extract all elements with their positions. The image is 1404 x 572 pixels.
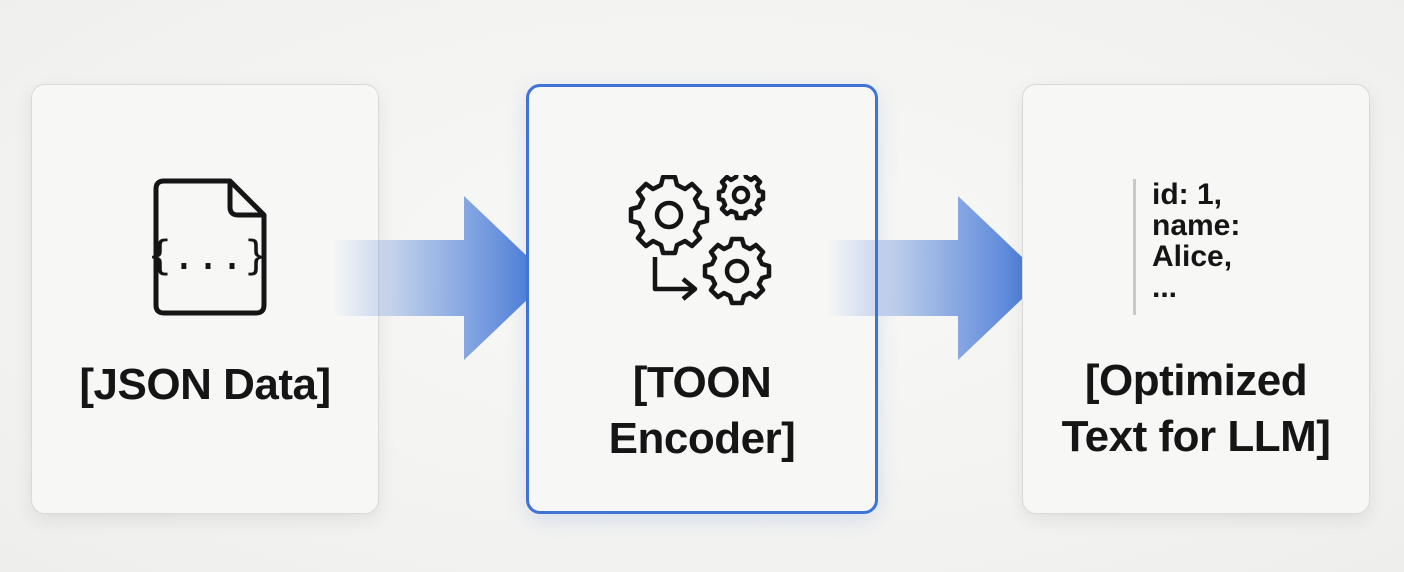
text-snippet: id: 1, name: Alice, ... bbox=[1133, 179, 1313, 315]
toon-encoder-label: [TOON Encoder] bbox=[529, 355, 875, 467]
flow-arrow-2 bbox=[826, 196, 1044, 360]
flow-arrow-1 bbox=[332, 196, 550, 360]
json-braces-glyph: {...} bbox=[148, 233, 268, 279]
json-data-label: [JSON Data] bbox=[79, 360, 331, 409]
gears-icon bbox=[628, 175, 772, 306]
optimized-text-card: id: 1, name: Alice, ... [Optimized Text … bbox=[1022, 84, 1370, 514]
snippet-line: Alice, bbox=[1152, 240, 1233, 273]
snippet-line: name: bbox=[1152, 209, 1241, 242]
json-data-card: {...} [JSON Data] bbox=[31, 84, 379, 514]
json-file-icon: {...} bbox=[148, 178, 268, 316]
snippet-line: id: 1, bbox=[1152, 178, 1223, 211]
optimized-text-label: [Optimized Text for LLM] bbox=[1023, 353, 1369, 465]
optimized-text-label-line-1: [Optimized bbox=[1084, 356, 1308, 405]
toon-encoder-card: [TOON Encoder] bbox=[526, 84, 878, 514]
toon-encoder-label-line-1: [TOON bbox=[632, 358, 772, 407]
toon-encoder-label-line-2: Encoder] bbox=[608, 414, 796, 463]
optimized-text-label-line-2: Text for LLM] bbox=[1061, 412, 1331, 461]
snippet-line: ... bbox=[1152, 271, 1178, 304]
